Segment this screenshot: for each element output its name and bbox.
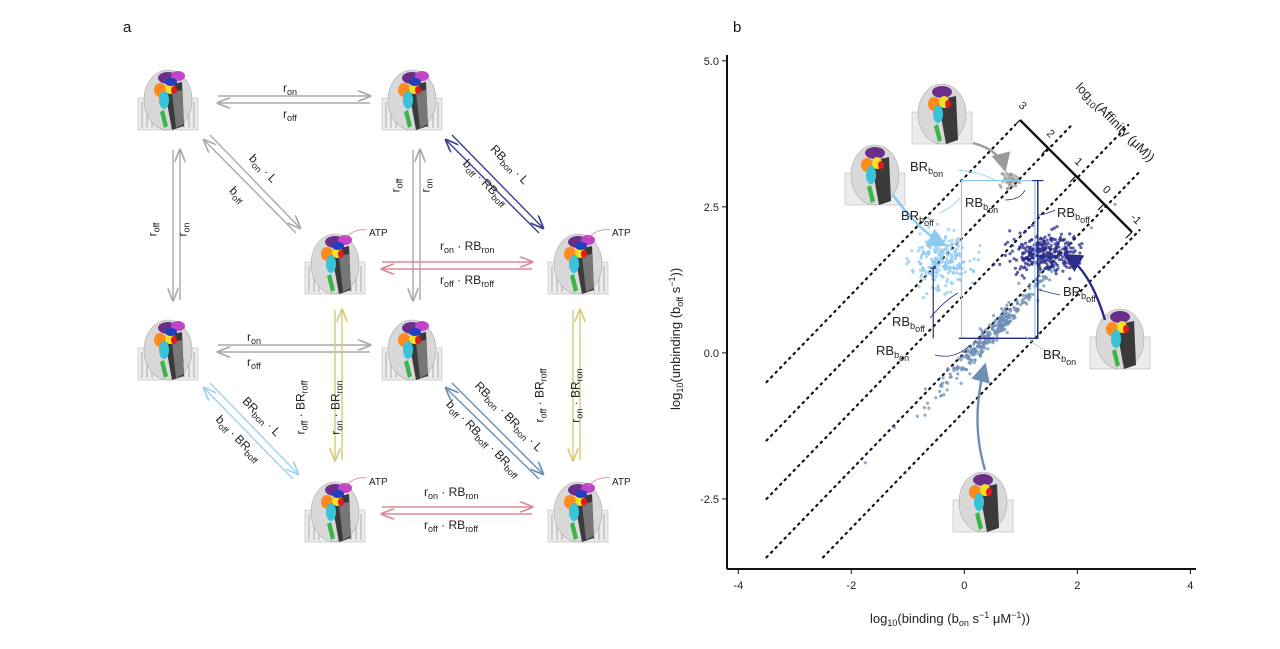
- rate-label: roff: [283, 107, 297, 123]
- callout-label: RBboff: [1057, 205, 1090, 225]
- protein-icon-rb-bon: [911, 83, 973, 145]
- atp-label-1: ATP: [369, 228, 388, 239]
- protein-icon-rb-boff: [1089, 308, 1151, 370]
- arrow-top-horizontal: [218, 96, 370, 103]
- callout-label: RBbon: [876, 343, 910, 363]
- rate-label: ron · RBron: [440, 239, 495, 255]
- atp-label-3: ATP: [369, 477, 388, 488]
- arrow-center-vertical: [413, 150, 420, 300]
- arrow-left-vertical: [173, 150, 180, 300]
- rate-label: roff · RBroff: [424, 518, 479, 534]
- rate-label: roff: [247, 355, 261, 371]
- arrow-back-vertical-right: [573, 310, 580, 460]
- panel-b-label: b: [733, 19, 742, 36]
- arrow-top-right-diagonal: [446, 134, 543, 234]
- protein-icon-br-bon: [952, 471, 1014, 533]
- rate-label: ron · RBron: [424, 485, 479, 501]
- callout-label: BRboff: [901, 208, 934, 228]
- arrow-back-vertical-left: [335, 310, 342, 460]
- atp-label-2: ATP: [612, 228, 631, 239]
- panel-a-label: a: [123, 19, 132, 36]
- arrow-back-horizontal-bottom: [382, 507, 532, 514]
- arrow-bottom-right-diagonal: [446, 382, 543, 480]
- callout-label: BRbon: [1043, 347, 1077, 367]
- rate-label: ron: [283, 81, 298, 97]
- protein-icon-br-boff: [844, 144, 906, 206]
- arrow-bottom-left-diagonal: [204, 382, 298, 480]
- arrow-top-left-diagonal: [204, 134, 300, 234]
- callout-label: BRbon: [910, 159, 944, 179]
- rate-label: ron: [247, 330, 262, 346]
- rate-label: roff · RBroff: [440, 273, 495, 289]
- reaction-scheme-diagram: [137, 69, 611, 543]
- arrow-mid-horizontal: [218, 345, 370, 352]
- callout-label: RBboff: [892, 314, 925, 334]
- callout-label: RBbon: [965, 195, 999, 215]
- arrow-back-horizontal-top: [382, 262, 532, 269]
- atp-label-4: ATP: [612, 477, 631, 488]
- callout-label: BRboff: [1063, 284, 1096, 304]
